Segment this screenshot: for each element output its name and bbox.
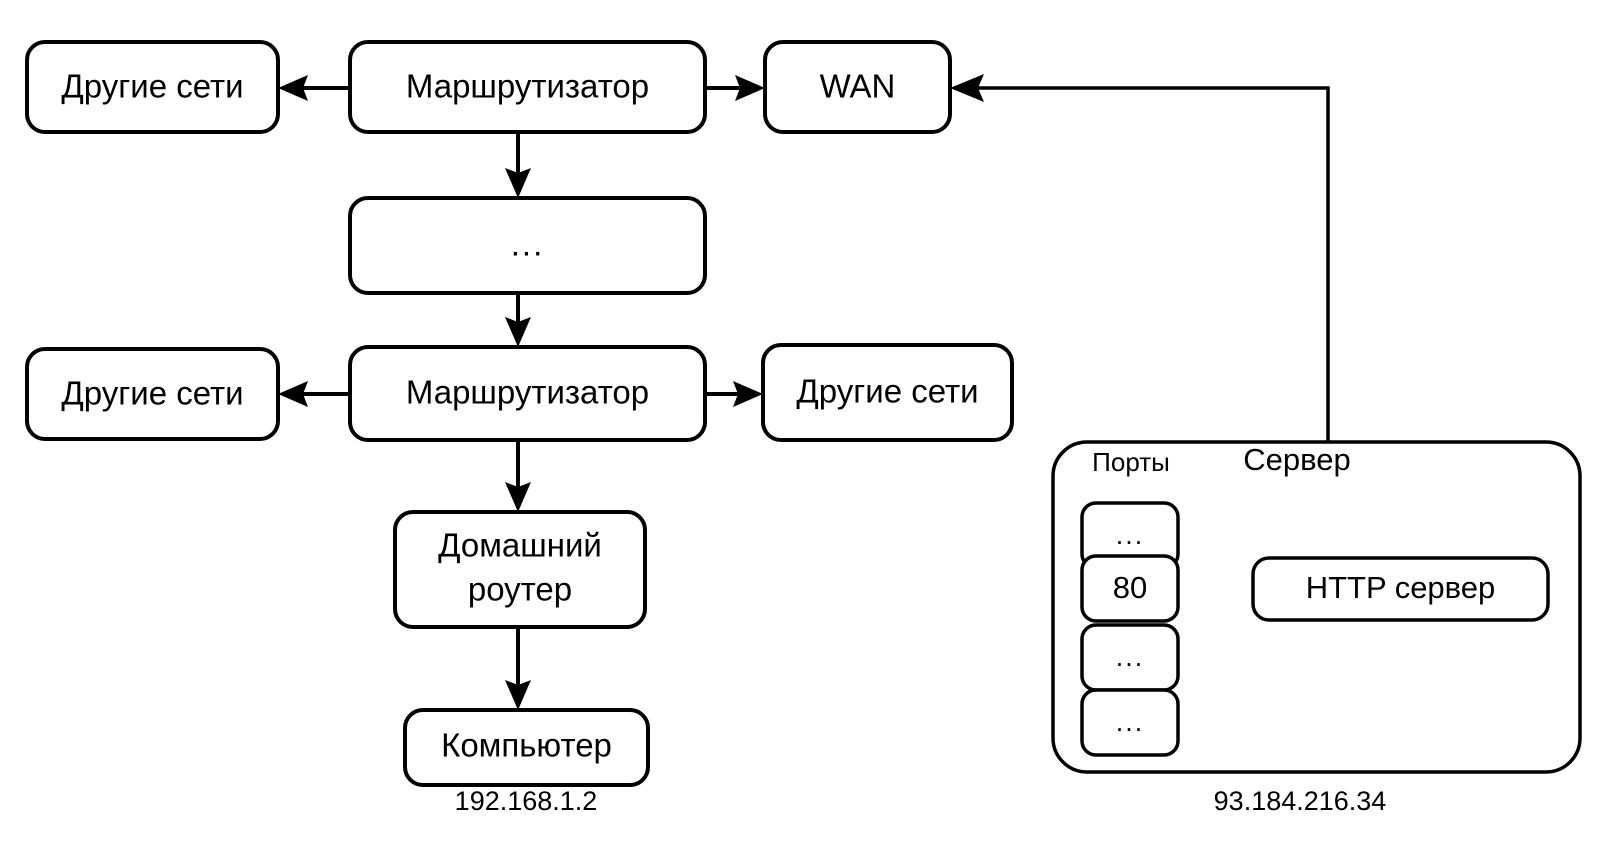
node-ellipsis-chain-label: ... xyxy=(511,226,545,263)
node-other-networks-mid-right[interactable]: Другие сети xyxy=(761,343,1014,442)
edge-router-top-to-other-networks-left xyxy=(278,75,350,101)
server-panel-ports-heading: Порты xyxy=(1092,447,1170,477)
node-router-mid-label: Маршрутизатор xyxy=(406,374,649,411)
node-http-server-label: HTTP сервер xyxy=(1306,570,1496,605)
edge-router-top-to-wan xyxy=(705,75,765,101)
node-ellipsis-chain[interactable]: ... xyxy=(348,196,707,295)
node-router-top[interactable]: Маршрутизатор xyxy=(348,40,707,134)
port-slot-0-label: ... xyxy=(1116,520,1145,550)
port-slot-2[interactable]: ... xyxy=(1080,623,1180,692)
node-wan[interactable]: WAN xyxy=(763,40,952,134)
node-other-networks-top-left-label: Другие сети xyxy=(61,68,243,105)
edge-router-mid-to-other-networks-right xyxy=(705,381,763,407)
node-other-networks-mid-right-label: Другие сети xyxy=(796,373,978,410)
node-other-networks-top-left[interactable]: Другие сети xyxy=(25,40,280,134)
node-other-networks-mid-left[interactable]: Другие сети xyxy=(25,347,280,441)
server-panel[interactable]: Порты Сервер ... 80 ... ... xyxy=(1051,440,1582,774)
port-slot-2-label: ... xyxy=(1116,642,1145,672)
port-slot-3-label: ... xyxy=(1116,707,1145,737)
port-slot-3[interactable]: ... xyxy=(1080,688,1180,757)
edge-router-top-to-ellipsis xyxy=(505,132,531,198)
edge-router-mid-to-other-networks-left xyxy=(278,381,350,407)
node-home-router[interactable]: Домашний роутер xyxy=(393,510,647,629)
node-computer[interactable]: Компьютер xyxy=(403,708,650,787)
node-other-networks-mid-left-label: Другие сети xyxy=(61,375,243,412)
edge-ellipsis-to-router-mid xyxy=(505,293,531,347)
edge-router-mid-to-home-router xyxy=(505,440,531,512)
port-slot-1-label: 80 xyxy=(1113,570,1147,605)
edge-server-to-wan xyxy=(950,74,1330,442)
annotation-client-ip: 192.168.1.2 xyxy=(455,786,598,816)
node-router-top-label: Маршрутизатор xyxy=(406,68,649,105)
edge-home-router-to-computer xyxy=(505,627,531,710)
port-slot-0[interactable]: ... xyxy=(1080,501,1180,570)
annotation-server-ip: 93.184.216.34 xyxy=(1214,786,1387,816)
node-home-router-label-line2: роутер xyxy=(468,571,572,608)
node-home-router-label-line1: Домашний xyxy=(438,527,602,564)
node-computer-label: Компьютер xyxy=(441,727,612,764)
port-slot-1[interactable]: 80 xyxy=(1080,554,1180,623)
node-http-server[interactable]: HTTP сервер xyxy=(1251,556,1550,622)
server-panel-heading: Сервер xyxy=(1243,442,1350,477)
node-router-mid[interactable]: Маршрутизатор xyxy=(348,345,707,442)
node-wan-label: WAN xyxy=(820,68,896,105)
